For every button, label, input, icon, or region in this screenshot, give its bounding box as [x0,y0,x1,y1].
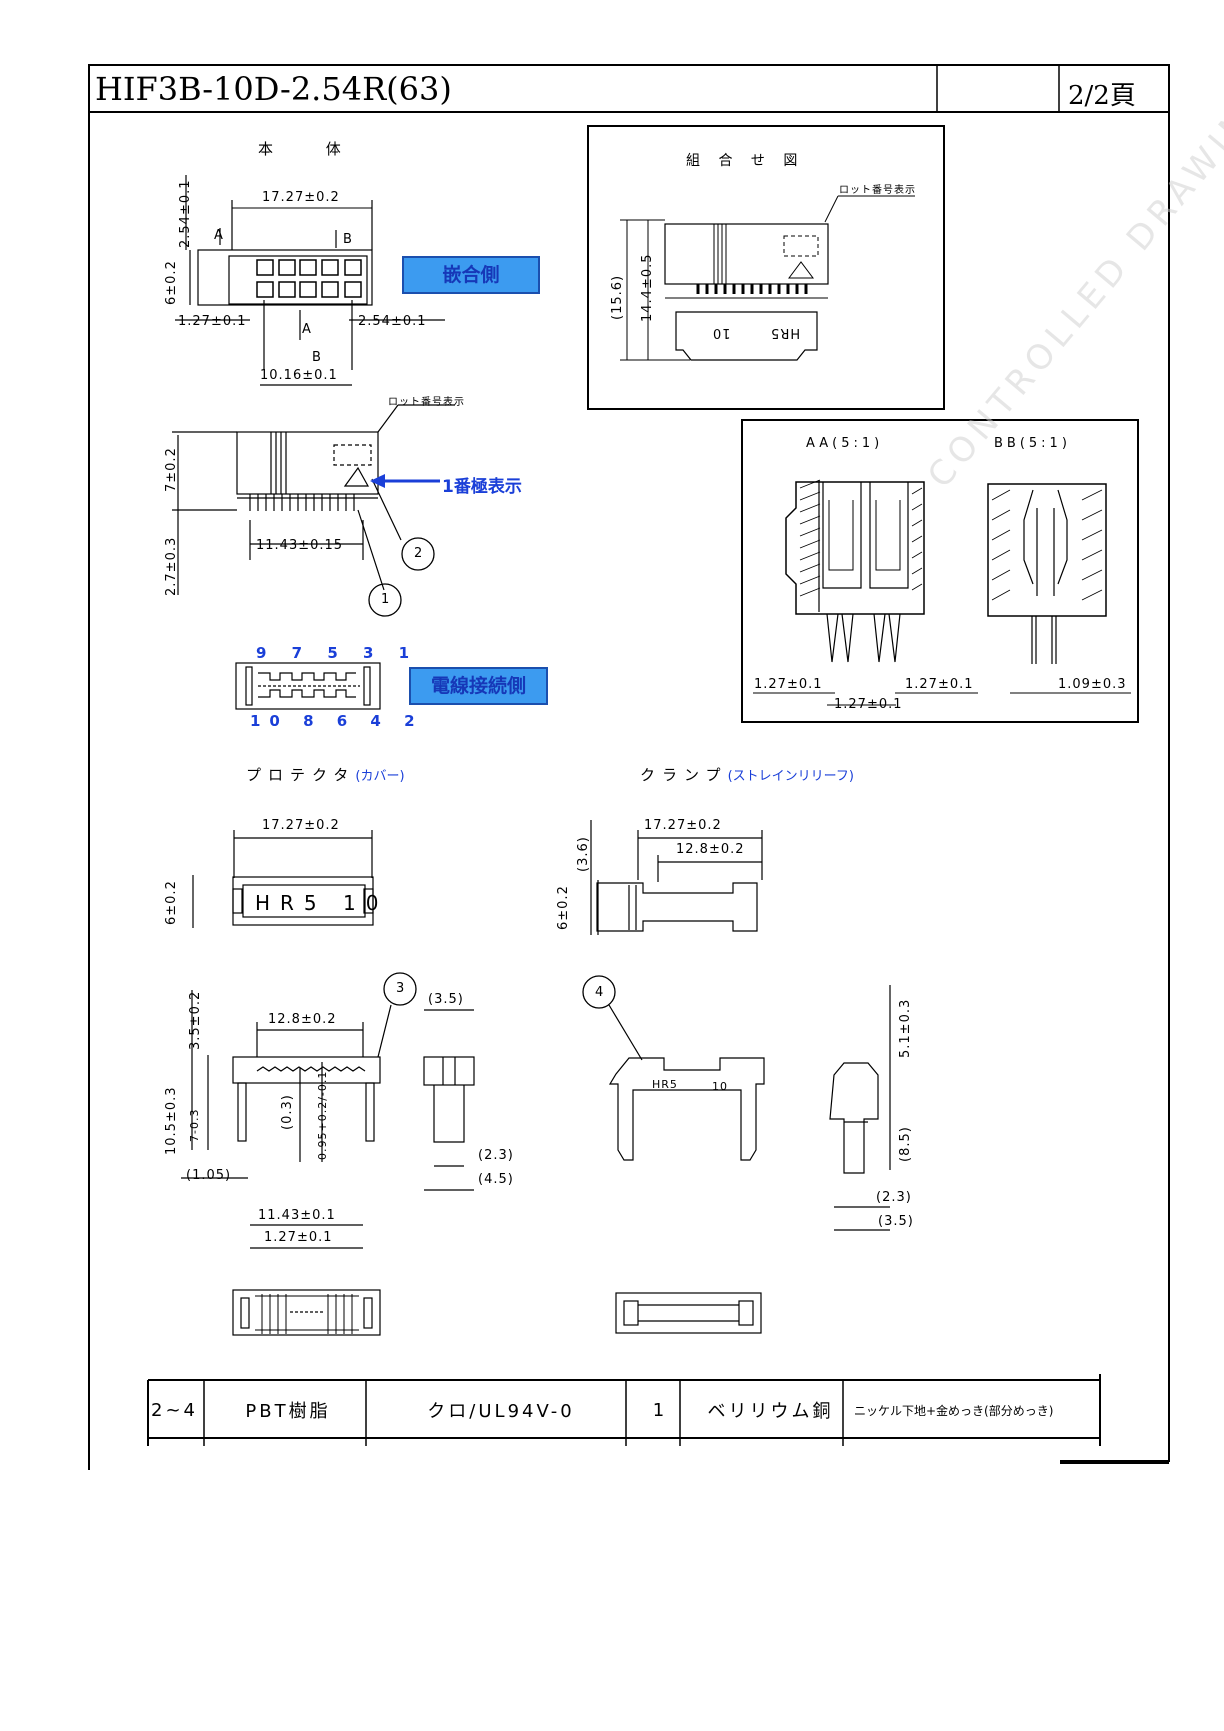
section-mark-b-top: B [343,232,353,247]
clamp-side-height-dim: 5.1±0.3 [898,998,913,1058]
protector-width-dim: 17.27±0.2 [262,818,340,833]
body-view-title: 本 体 [258,140,365,158]
body-front-view [175,175,445,386]
protector-side-top-dim: (3.5) [428,992,464,1007]
table-cell-item: 2~4 [151,1399,198,1421]
body-side-view [172,404,455,617]
assembly-lot-label: ロット番号表示 [839,185,916,196]
body-right-dim: 2.54±0.1 [358,314,427,329]
protector-title: プロテクタ(カバー) [246,764,405,785]
clamp-side-leg-dim: (8.5) [898,1126,913,1162]
page-number: 2/2頁 [1068,81,1136,111]
protector-depth-dim: (0.3) [280,1094,295,1130]
body-pitch-span-dim: 10.16±0.1 [260,368,338,383]
protector-leg-dim: 7-0.3 [188,1108,201,1142]
protector-marks: HR5 10 [255,891,388,915]
balloon-4: 4 [595,985,605,1000]
pin1-indicator-label: 1番極表示 [442,477,522,497]
clamp-inner-dim: 12.8±0.2 [676,842,745,857]
assembly-view [587,125,945,410]
wire-side-label: 電線接続側 [409,667,548,705]
clamp-side-b-dim: (3.5) [878,1214,914,1229]
protector-title-main: プロテクタ [246,766,356,784]
protector-thickness-dim: 0.95+0.2/-0.1 [316,1070,329,1160]
assembly-body-dim: 14.4±0.5 [640,253,655,322]
protector-top-dim: 3.5±0.2 [188,990,203,1050]
protector-foot-dim: (1.05) [186,1168,232,1183]
section-mark-b-bottom: B [312,350,322,365]
section-aa-label: AA(5:1) [806,436,884,451]
assembly-overall-dim: (15.6) [610,274,625,320]
table-cell-color: クロ/UL94V-0 [427,1401,575,1422]
protector-count-mark: 10 [343,891,389,915]
section-views [741,419,1139,723]
clamp-side-a-dim: (2.3) [876,1190,912,1205]
table-cell-material: PBT樹脂 [245,1401,331,1422]
protector-span-dim: 12.8±0.2 [268,1012,337,1027]
lot-number-label: ロット番号表示 [388,397,465,408]
body-left-dim: 1.27±0.1 [178,314,247,329]
protector-height-dim: 6±0.2 [164,880,179,925]
body-height-dim: 6±0.2 [164,260,179,305]
section-mark-a-top: A [214,228,224,243]
assembly-title: 組 合 せ 図 [686,153,805,169]
section-bb-label: BB(5:1) [994,436,1071,451]
mating-side-label: 嵌合側 [402,256,540,294]
balloon-1: 1 [381,592,391,607]
pin-numbers-top: 9 7 5 3 1 [256,644,420,662]
balloon-2: 2 [414,546,424,561]
body-width-dim: 17.27±0.2 [262,190,340,205]
pin-span-dim: 11.43±0.15 [256,538,344,553]
protector-body-dim: 10.5±0.3 [164,1086,179,1155]
parts-table-row: 2~4 PBT樹脂 クロ/UL94V-0 1 ベリリウム銅 ニッケル下地+金めっ… [150,1396,1110,1424]
protector-title-sub: (カバー) [355,769,405,784]
clamp-top-dim: (3.6) [576,836,591,872]
pin-length-dim: 2.7±0.3 [164,536,179,596]
clamp-brand-mark: HR5 [652,1078,678,1091]
pin-view [235,662,381,710]
clamp-width-dim: 17.27±0.2 [644,818,722,833]
section-center-pitch: 1.27±0.1 [834,697,903,712]
side-height-dim: 7±0.2 [164,447,179,492]
assembly-count-mark: 10 [712,325,731,340]
table-cell-contact: ベリリウム銅 [707,1401,834,1422]
protector-bottom-span-dim: 11.43±0.1 [258,1208,336,1223]
pin-numbers-bottom: 10 8 6 4 2 [250,712,424,730]
protector-brand-mark: HR5 [255,891,327,915]
part-number-title: HIF3B-10D-2.54R(63) [95,70,452,108]
clamp-count-mark: 10 [712,1080,728,1093]
table-cell-plating: ニッケル下地+金めっき(部分めっき) [854,1403,1054,1418]
section-bb-width: 1.09±0.3 [1058,677,1127,692]
protector-bottom-pitch-dim: 1.27±0.1 [264,1230,333,1245]
body-top-dim: 2.54±0.1 [178,179,193,248]
protector-views [181,830,475,1336]
clamp-title: クランプ(ストレインリリーフ) [640,764,854,785]
assembly-brand-mark: HR5 [770,325,801,340]
parts-table-lines [147,1374,1101,1446]
section-right-pitch: 1.27±0.1 [905,677,974,692]
section-left-pitch: 1.27±0.1 [754,677,823,692]
table-cell-qty: 1 [652,1399,668,1421]
balloon-3: 3 [396,981,406,996]
clamp-title-sub: (ストレインリリーフ) [727,769,854,784]
protector-side-a-dim: (2.3) [478,1148,514,1163]
clamp-height-dim: 6±0.2 [556,885,571,930]
clamp-views [582,820,891,1334]
section-mark-a-bottom: A [302,322,312,337]
clamp-title-main: クランプ [640,766,728,784]
protector-side-b-dim: (4.5) [478,1172,514,1187]
